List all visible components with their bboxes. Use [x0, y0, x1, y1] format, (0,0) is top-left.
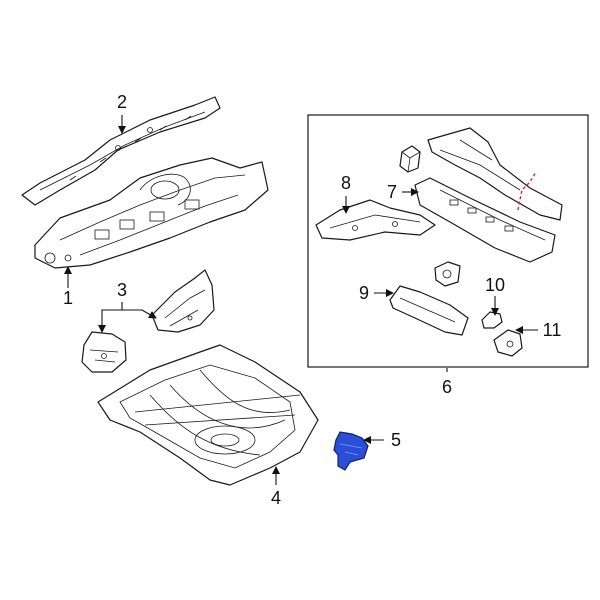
part-1-floor-pan[interactable]	[34, 157, 269, 269]
callout-6: 6	[442, 377, 452, 397]
part-3-bracket-lower[interactable]	[81, 331, 127, 373]
part-small-clip[interactable]	[434, 261, 461, 287]
callout-11: 11	[543, 320, 562, 340]
part-9-reinforcement[interactable]	[389, 285, 469, 336]
callout-4: 4	[271, 488, 281, 508]
callout-8: 8	[341, 173, 351, 193]
part-11-bracket[interactable]	[493, 329, 523, 357]
part-2-rail[interactable]	[21, 96, 221, 206]
leader-lines	[64, 115, 538, 485]
callout-10: 10	[485, 275, 505, 295]
part-7-block[interactable]	[399, 145, 421, 173]
callout-7: 7	[387, 182, 397, 202]
part-10-bracket[interactable]	[481, 311, 503, 329]
part-8-rail-extension[interactable]	[315, 199, 436, 241]
part-6-group-frame	[307, 114, 589, 368]
callout-3: 3	[117, 280, 127, 300]
part-3-bracket-upper[interactable]	[151, 269, 215, 333]
part-7-side-rail[interactable]	[414, 127, 563, 263]
part-4-spare-wheel-well[interactable]	[97, 344, 319, 486]
callout-1: 1	[63, 288, 73, 308]
callout-5: 5	[391, 430, 401, 450]
callout-9: 9	[359, 283, 369, 303]
callout-2: 2	[117, 92, 127, 112]
part-5-bracket-highlighted[interactable]	[333, 431, 369, 471]
